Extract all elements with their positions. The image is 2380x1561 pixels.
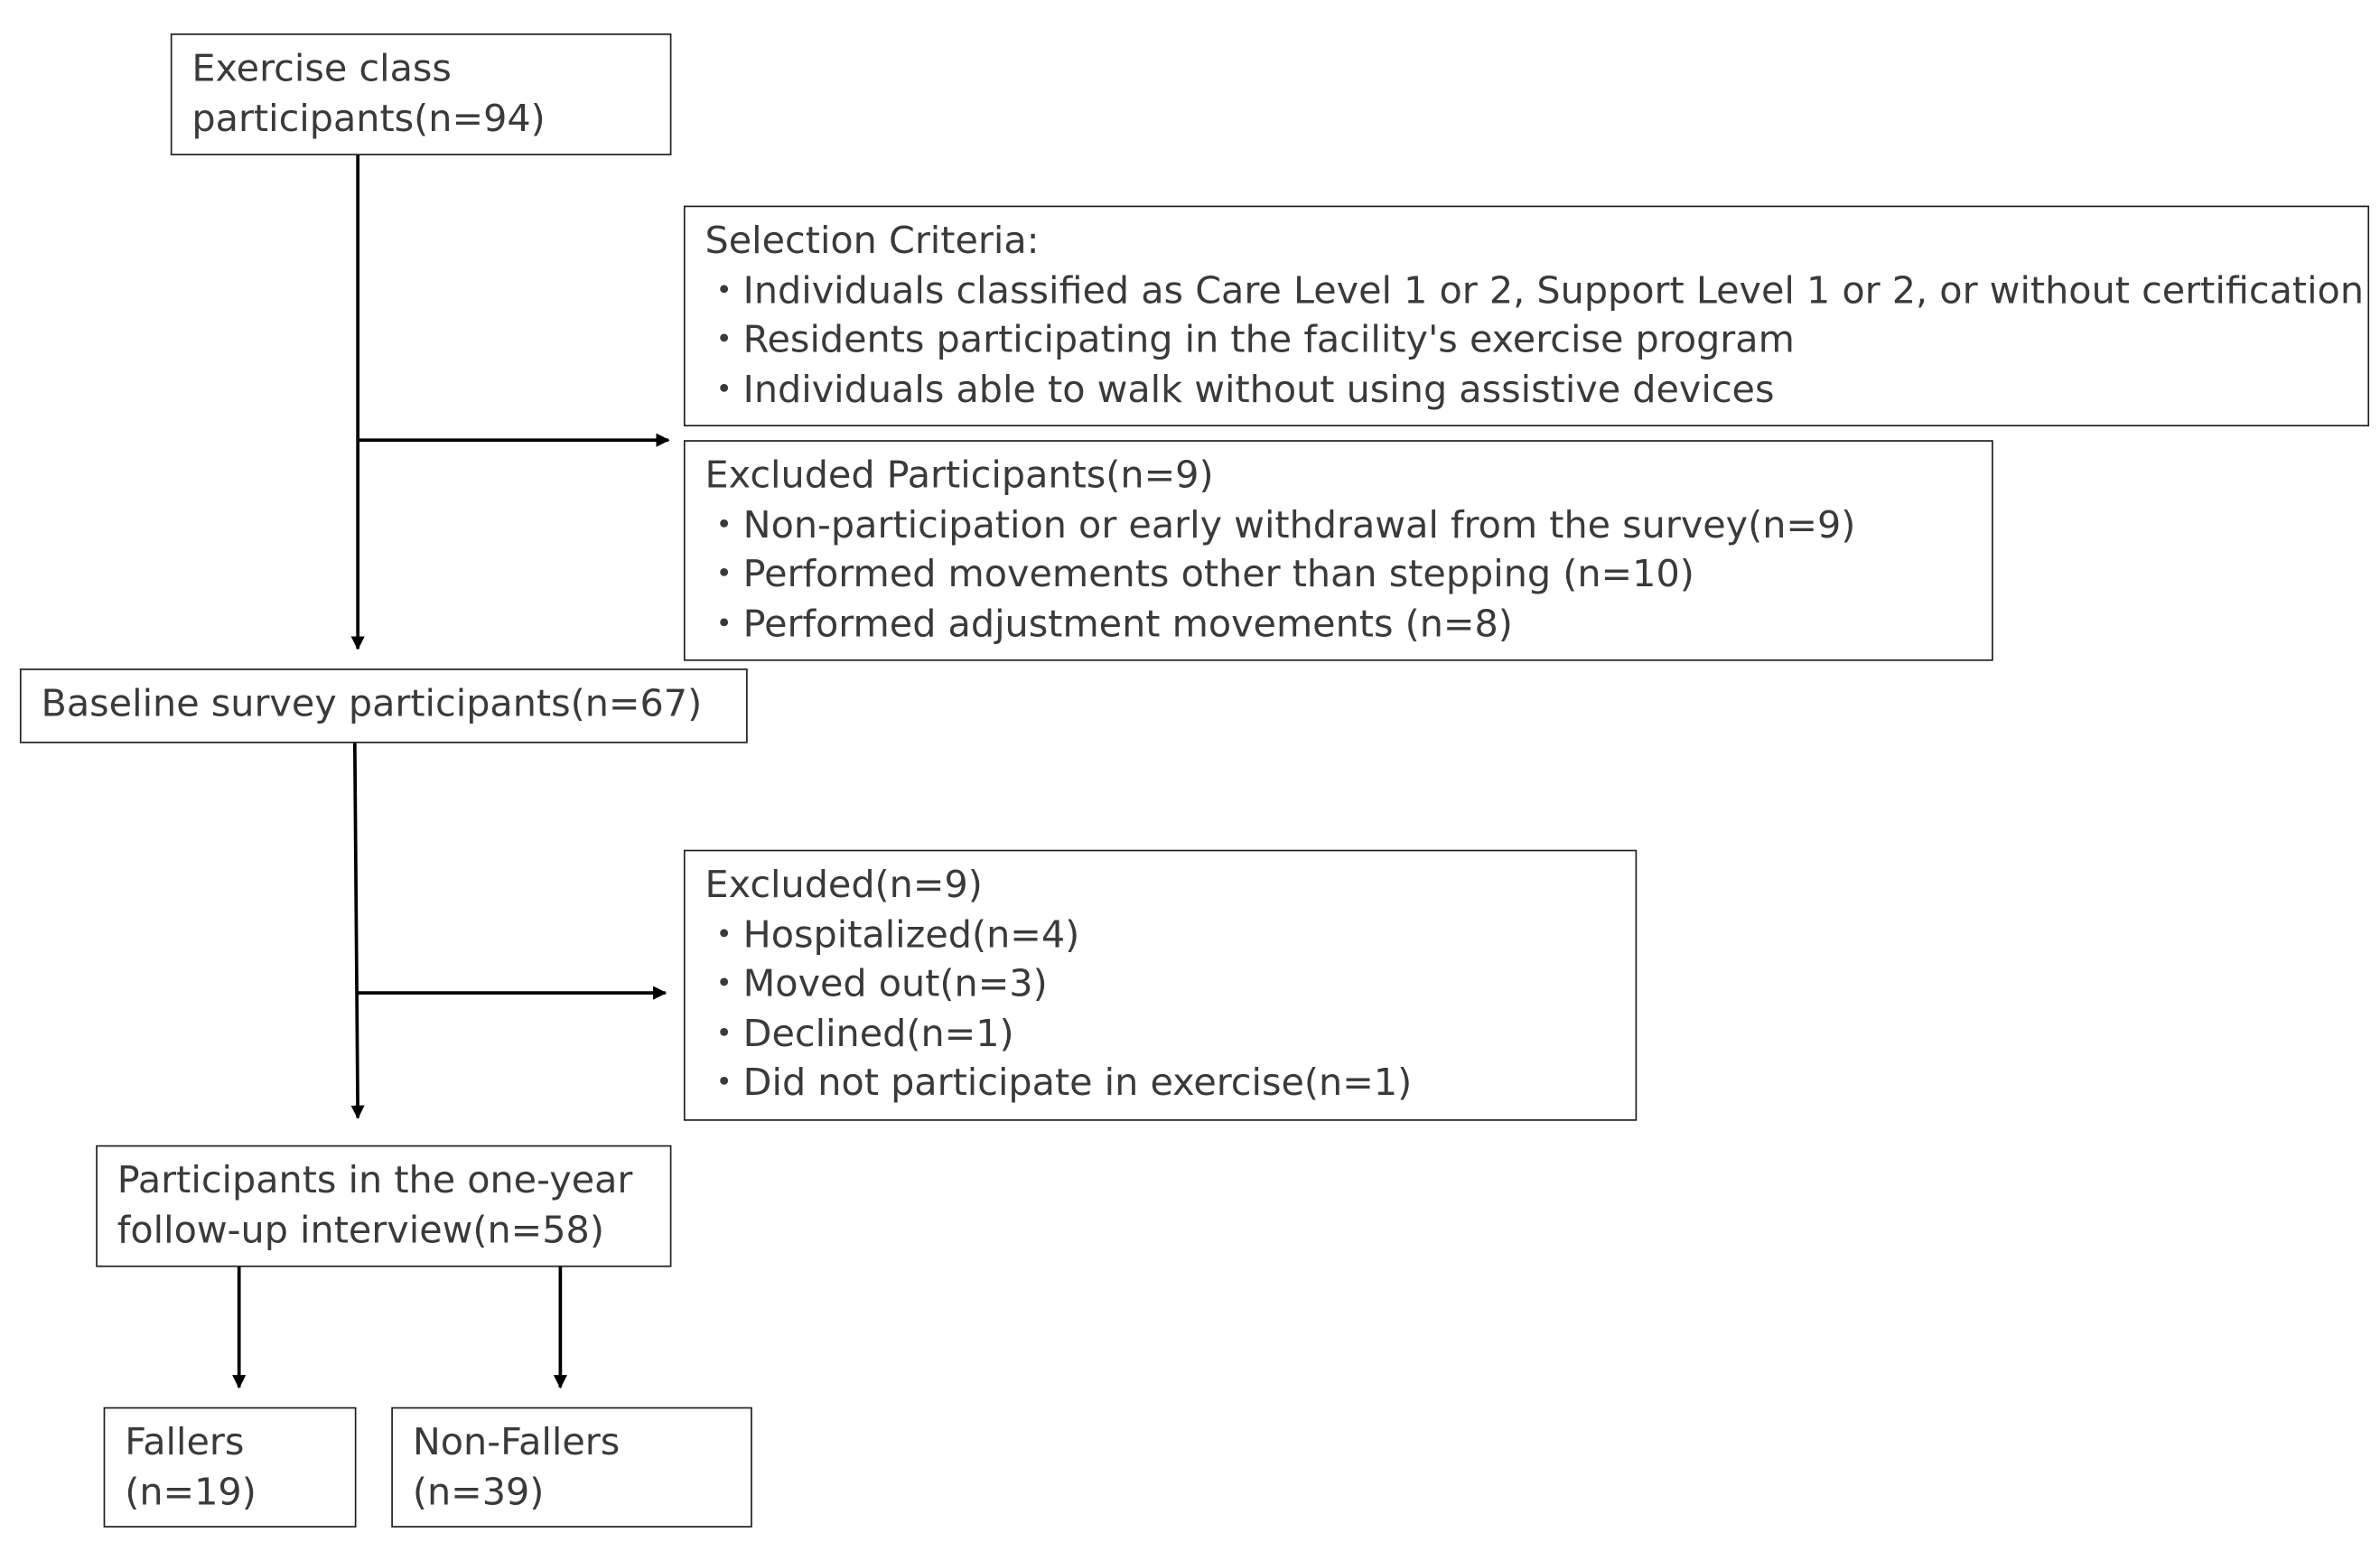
excluded-box: Excluded(n=9) ・Hospitalized(n=4) ・Moved … <box>683 849 1638 1121</box>
excluded-item: ・Did not participate in exercise(n=1) <box>705 1059 1618 1108</box>
bullet-icon: ・ <box>705 1010 743 1055</box>
excluded-item: ・Declined(n=1) <box>705 1009 1618 1059</box>
excluded-item-text: Moved out(n=3) <box>742 960 1048 1005</box>
bullet-icon: ・ <box>705 266 743 312</box>
selection-criteria-item-text: Individuals classified as Care Level 1 o… <box>742 266 2364 312</box>
selection-criteria-item: ・Residents participating in the facility… <box>705 315 2350 365</box>
followup-box: Participants in the one-year follow-up i… <box>96 1145 672 1267</box>
non-fallers-box: Non-Fallers (n=39) <box>391 1407 752 1528</box>
excluded-title: Excluded(n=9) <box>705 862 983 907</box>
excluded-participants-box: Excluded Participants(n=9) ・Non-particip… <box>683 440 1993 661</box>
excluded-participants-item: ・Performed movements other than stepping… <box>705 550 1974 600</box>
excluded-item-text: Hospitalized(n=4) <box>742 911 1080 956</box>
bullet-icon: ・ <box>705 1060 743 1105</box>
arrow-baseline-to-followup <box>350 741 365 1119</box>
exercise-class-box: Exercise class participants(n=94) <box>170 33 672 155</box>
fallers-label: Fallers <box>125 1419 245 1464</box>
selection-criteria-item: ・Individuals able to walk without using … <box>705 365 2350 415</box>
excluded-participants-title: Excluded Participants(n=9) <box>705 452 1214 497</box>
selection-criteria-item: ・Individuals classified as Care Level 1 … <box>705 266 2364 315</box>
bullet-icon: ・ <box>705 960 743 1005</box>
excluded-item-text: Declined(n=1) <box>742 1010 1014 1055</box>
bullet-icon: ・ <box>705 316 743 361</box>
fallers-count: (n=19) <box>125 1468 257 1513</box>
baseline-box: Baseline survey participants(n=67) <box>19 668 748 743</box>
bullet-icon: ・ <box>705 911 743 956</box>
excluded-participants-item: ・Non-participation or early withdrawal f… <box>705 500 1974 550</box>
exercise-class-line-2: participants(n=94) <box>191 95 546 140</box>
excluded-participants-item-text: Performed adjustment movements (n=8) <box>742 601 1513 645</box>
selection-criteria-item-text: Residents participating in the facility'… <box>742 316 1795 361</box>
excluded-participants-item: ・Performed adjustment movements (n=8) <box>705 599 1974 649</box>
bullet-icon: ・ <box>705 551 743 596</box>
baseline-label: Baseline survey participants(n=67) <box>41 680 703 725</box>
non-fallers-label: Non-Fallers <box>412 1419 621 1464</box>
excluded-participants-item-text: Performed movements other than stepping … <box>742 551 1694 596</box>
bullet-icon: ・ <box>705 601 743 645</box>
excluded-item: ・Moved out(n=3) <box>705 959 1618 1009</box>
selection-criteria-box: Selection Criteria: ・Individuals classif… <box>683 205 2370 427</box>
excluded-item: ・Hospitalized(n=4) <box>705 910 1618 959</box>
excluded-item-text: Did not participate in exercise(n=1) <box>742 1060 1413 1105</box>
bullet-icon: ・ <box>705 501 743 547</box>
exercise-class-line-1: Exercise class <box>191 45 452 90</box>
bullet-icon: ・ <box>705 366 743 411</box>
excluded-participants-item-text: Non-participation or early withdrawal fr… <box>742 501 1856 547</box>
non-fallers-count: (n=39) <box>412 1468 545 1513</box>
fallers-box: Fallers (n=19) <box>103 1407 357 1528</box>
followup-line-2: follow-up interview(n=58) <box>117 1206 604 1251</box>
followup-line-1: Participants in the one-year <box>117 1157 633 1202</box>
selection-criteria-title: Selection Criteria: <box>705 218 1040 262</box>
selection-criteria-item-text: Individuals able to walk without using a… <box>742 366 1775 411</box>
